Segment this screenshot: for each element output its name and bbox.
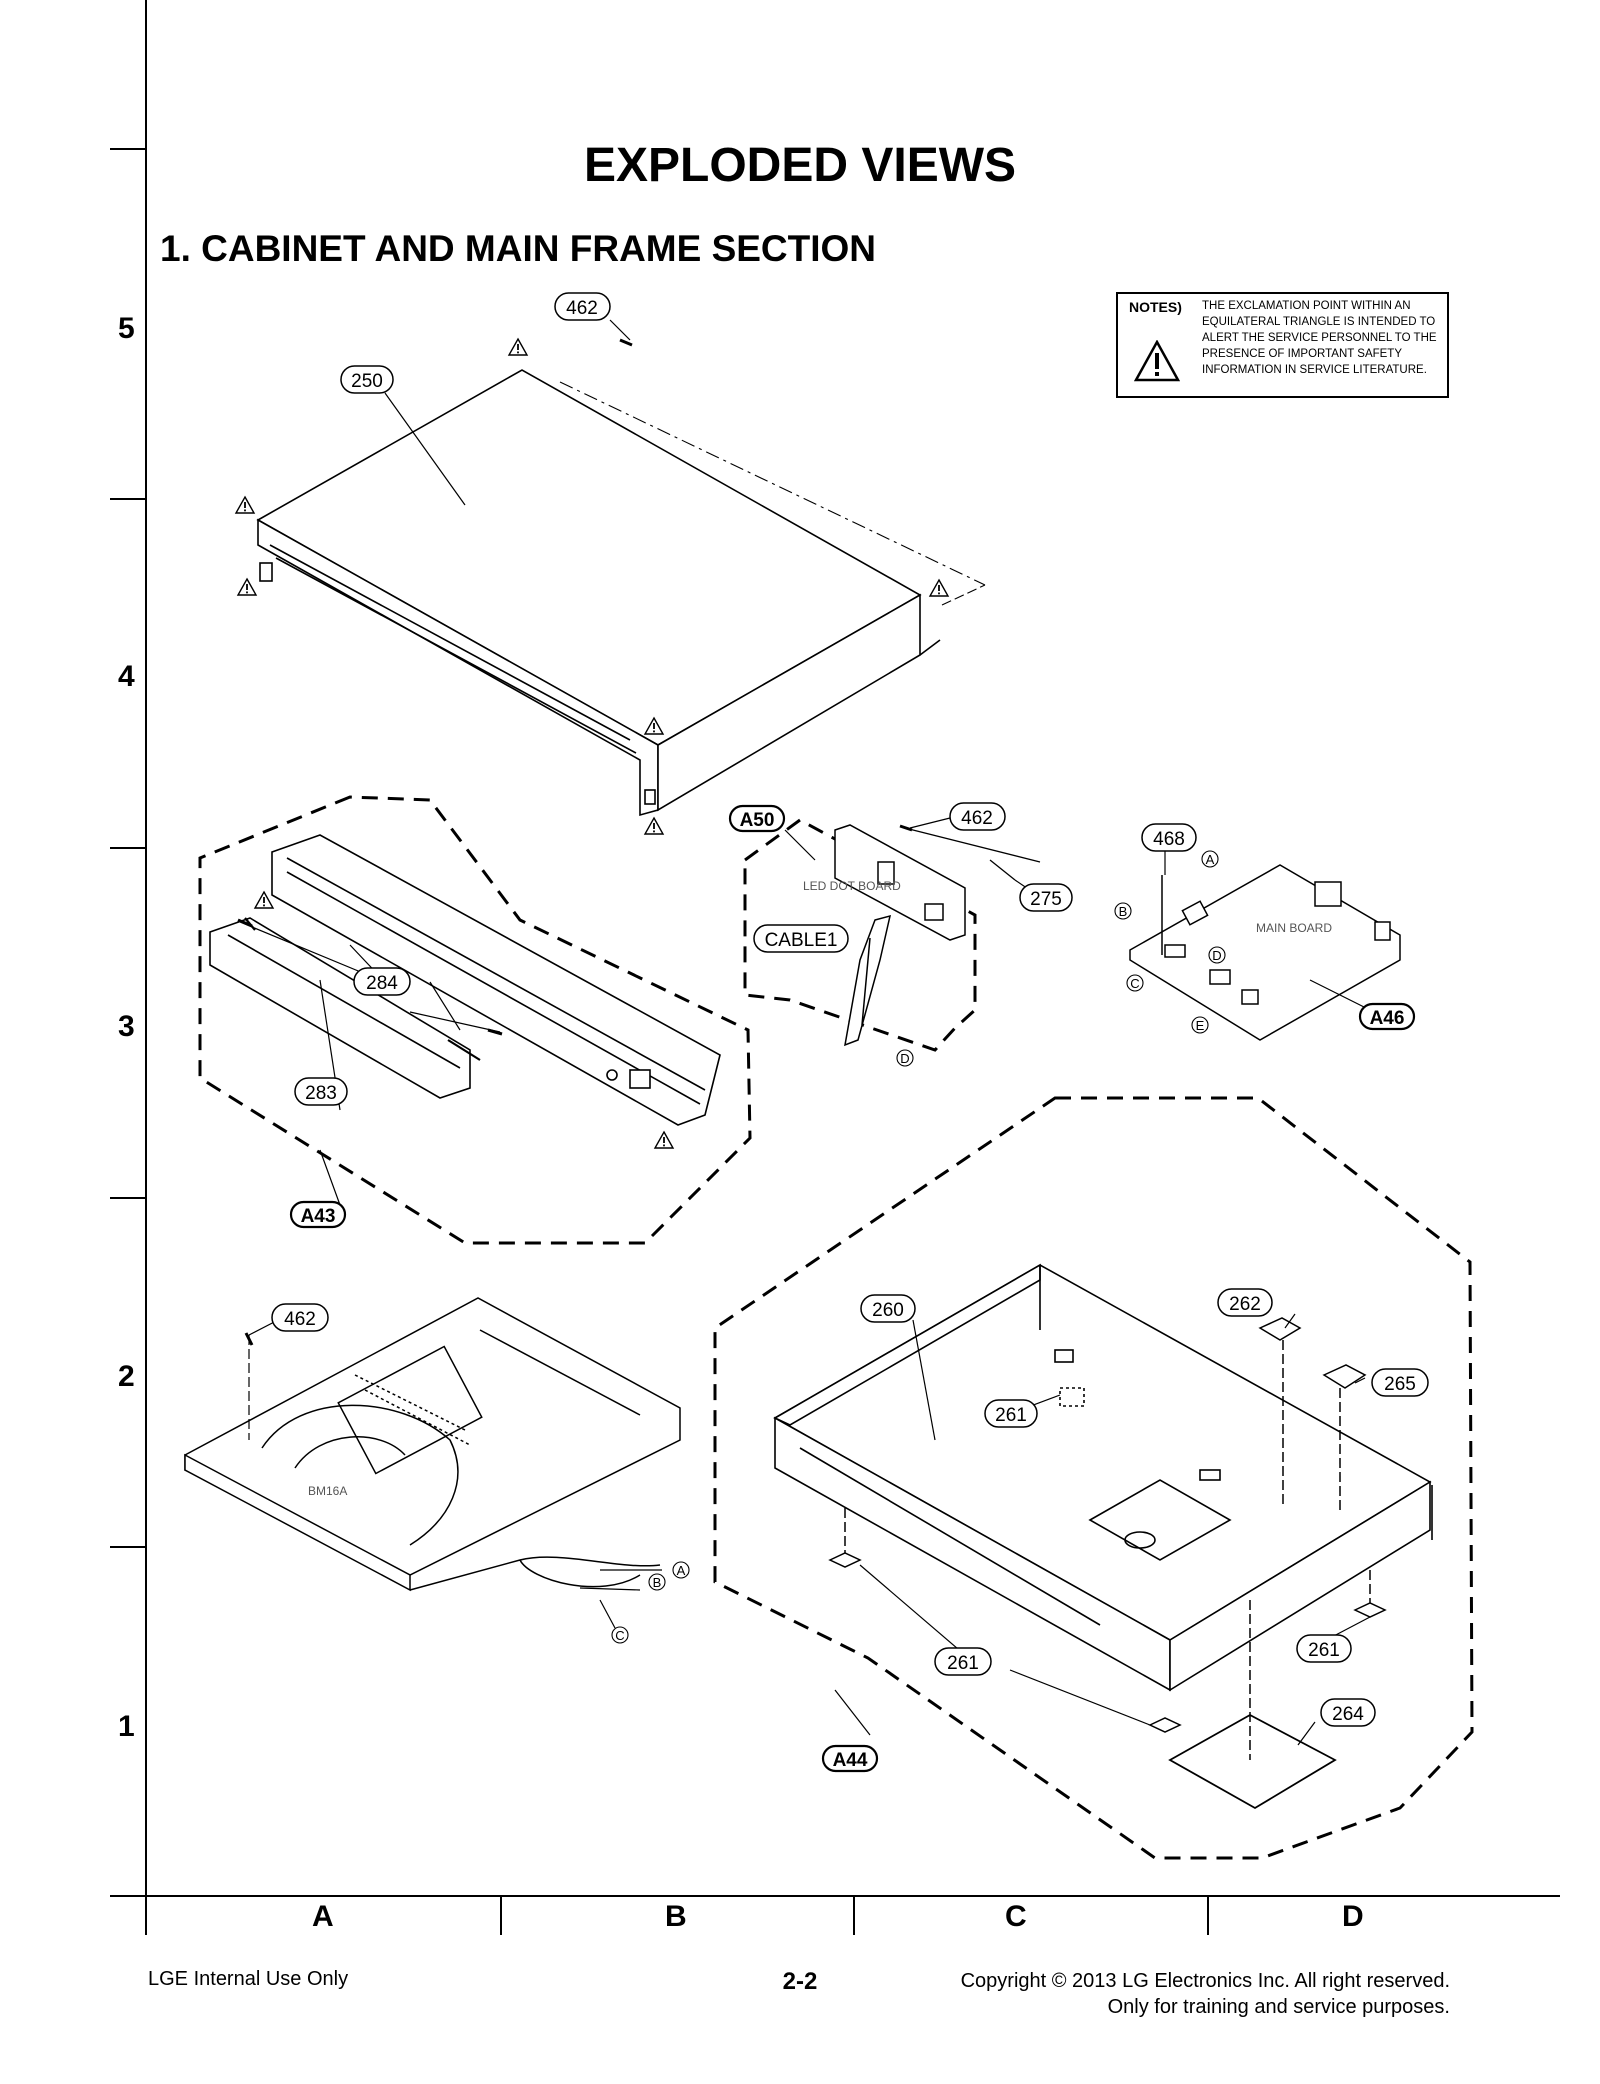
col-label-b: B bbox=[665, 1900, 687, 1933]
deck-model-label: BM16A bbox=[308, 1484, 347, 1498]
part-label-264: 264 bbox=[1332, 1704, 1364, 1725]
footer-internal-use: LGE Internal Use Only bbox=[148, 1968, 349, 1990]
assembly-label-a50: A50 bbox=[740, 810, 775, 831]
part-label-275: 275 bbox=[1030, 889, 1062, 910]
main-frame-chassis bbox=[773, 1263, 1433, 1692]
connector-mark-d: D bbox=[1212, 948, 1221, 963]
part-label-261-a: 261 bbox=[995, 1405, 1027, 1426]
main-board-label: MAIN BOARD bbox=[1256, 921, 1332, 935]
part-callouts bbox=[271, 292, 1429, 1727]
col-label-a: A bbox=[312, 1900, 334, 1933]
copyright-line-1: Copyright © 2013 LG Electronics Inc. All… bbox=[960, 1970, 1450, 1992]
led-dot-board-label: LED DOT BOARD bbox=[803, 879, 901, 893]
page-number: 2-2 bbox=[782, 1968, 818, 1995]
connector-mark-a: A bbox=[1206, 852, 1215, 867]
part-label-262: 262 bbox=[1229, 1294, 1261, 1315]
connector-mark-b: B bbox=[1119, 904, 1128, 919]
connector-mark-circles bbox=[611, 850, 1226, 1644]
copyright-line-2: Only for training and service purposes. bbox=[1107, 1996, 1450, 2018]
connector-mark-a-deck: A bbox=[677, 1563, 686, 1578]
row-tick bbox=[110, 1546, 146, 1548]
assembly-label-a44: A44 bbox=[833, 1750, 868, 1771]
col-label-d: D bbox=[1342, 1900, 1364, 1933]
part-label-283: 283 bbox=[305, 1083, 337, 1104]
assembly-boundary-a43 bbox=[198, 795, 752, 1245]
deck-cables bbox=[244, 1332, 662, 1629]
part-label-284: 284 bbox=[366, 973, 398, 994]
bottom-frame-line bbox=[110, 1895, 1560, 1897]
col-label-c: C bbox=[1005, 1900, 1027, 1933]
part-label-265: 265 bbox=[1384, 1374, 1416, 1395]
row-tick bbox=[110, 498, 146, 500]
part-label-250: 250 bbox=[351, 371, 383, 392]
col-tick bbox=[1207, 1895, 1209, 1935]
page-title: EXPLODED VIEWS bbox=[583, 139, 1017, 192]
screw-275-wire bbox=[899, 824, 1041, 881]
assembly-label-a46: A46 bbox=[1370, 1008, 1405, 1029]
connector-mark-c: C bbox=[1130, 976, 1139, 991]
row-tick bbox=[110, 847, 146, 849]
top-cover-250 bbox=[256, 338, 986, 817]
front-panel-assembly bbox=[209, 834, 721, 1126]
part-label-261-c: 261 bbox=[1308, 1640, 1340, 1661]
warning-triangle-icon bbox=[1134, 340, 1180, 382]
row-tick bbox=[110, 1197, 146, 1199]
part-label-cable1: CABLE1 bbox=[765, 930, 838, 951]
notes-label: NOTES) bbox=[1129, 299, 1182, 315]
row-label-3: 3 bbox=[118, 1010, 135, 1043]
part-label-462-led: 462 bbox=[961, 808, 993, 829]
frame-feet-and-parts bbox=[828, 1317, 1387, 1810]
col-tick bbox=[500, 1895, 502, 1935]
dvd-loader-deck bbox=[184, 1297, 681, 1592]
footer-copyright: Copyright © 2013 LG Electronics Inc. All… bbox=[961, 1968, 1450, 2020]
connector-mark-d-led: D bbox=[900, 1051, 909, 1066]
connector-mark-c-deck: C bbox=[615, 1628, 624, 1643]
row-label-2: 2 bbox=[118, 1360, 135, 1393]
connector-mark-e: E bbox=[1196, 1018, 1205, 1033]
row-tick bbox=[110, 148, 146, 150]
main-board bbox=[1129, 864, 1401, 1041]
col-tick bbox=[145, 1895, 147, 1935]
part-label-462-deck: 462 bbox=[284, 1309, 316, 1330]
assembly-callouts bbox=[289, 804, 1416, 1773]
row-label-5: 5 bbox=[118, 312, 135, 345]
part-label-468: 468 bbox=[1153, 829, 1185, 850]
section-title: 1. CABINET AND MAIN FRAME SECTION bbox=[160, 228, 877, 269]
part-label-462-top: 462 bbox=[566, 298, 598, 319]
notes-box: NOTES) THE EXCLAMATION POINT WITHIN AN E… bbox=[1116, 292, 1449, 398]
left-frame-line bbox=[145, 0, 147, 1900]
notes-text: THE EXCLAMATION POINT WITHIN AN EQUILATE… bbox=[1202, 300, 1437, 376]
assembly-label-a43: A43 bbox=[301, 1206, 336, 1227]
row-label-1: 1 bbox=[118, 1710, 135, 1743]
part-label-261-b: 261 bbox=[947, 1653, 979, 1674]
row-label-4: 4 bbox=[118, 660, 135, 693]
connector-mark-b-deck: B bbox=[653, 1575, 662, 1590]
assembly-boundary-a44 bbox=[713, 1096, 1474, 1860]
col-tick bbox=[853, 1895, 855, 1935]
part-label-260: 260 bbox=[872, 1300, 904, 1321]
led-dot-board bbox=[834, 824, 966, 1047]
